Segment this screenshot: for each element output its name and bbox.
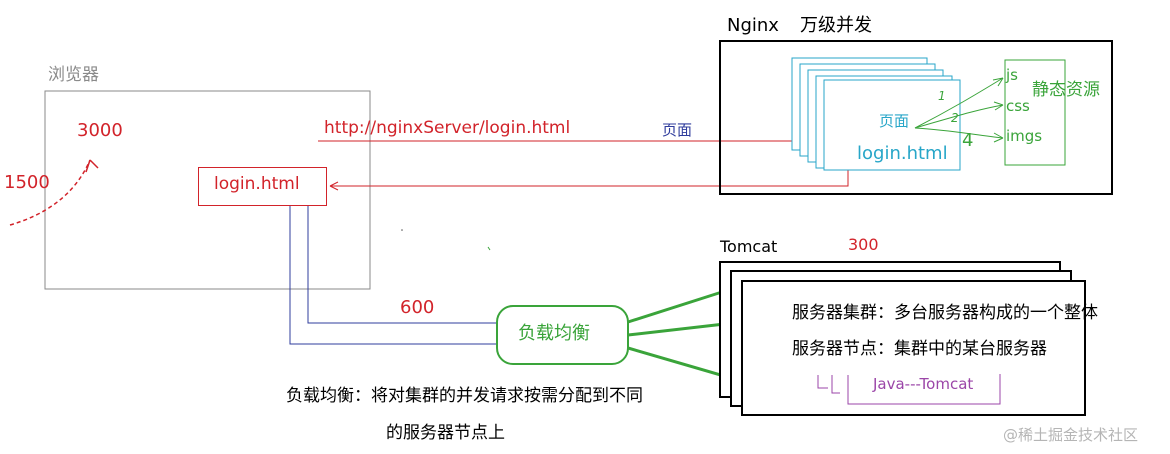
static-item-js: js [1006,66,1018,84]
java-bracket [847,374,1001,405]
arrow-to-imgs-head [993,132,1004,143]
request-url: http://nginxServer/login.html [324,118,571,138]
growth-curve [9,159,91,226]
response-arrowhead [329,181,339,191]
stray-dot [401,229,403,231]
node-definition: 服务器节点：集群中的某台服务器 [792,339,1047,359]
nginx-subtitle: 万级并发 [800,15,872,36]
java-bracket [831,375,840,394]
static-resources-box [1004,59,1066,166]
lb-note-line1: 负载均衡：将对集群的并发请求按需分配到不同 [286,386,643,406]
value-600: 600 [400,297,435,318]
java-tomcat-label: Java---Tomcat [873,375,974,393]
lb-to-node-1 [627,290,723,324]
static-item-css: css [1006,97,1030,115]
arrow-to-imgs [914,127,1004,139]
value-300: 300 [848,235,879,254]
tomcat-title: Tomcat [720,237,778,256]
mark-1: 1 [938,89,946,103]
load-balancer-label: 负载均衡 [518,323,590,344]
mark-2: 2 [951,111,959,125]
growth-arrowhead [85,159,99,173]
page-card-front [823,79,961,171]
cluster-definition: 服务器集群：多台服务器构成的一个整体 [792,303,1098,323]
tomcat-frame-front [741,280,1086,416]
java-bracket [817,375,828,389]
value-1500: 1500 [4,172,50,193]
request-page-label: 页面 [662,121,693,139]
arrow-to-js [914,77,1004,129]
static-item-imgs: imgs [1006,127,1043,145]
value-3000: 3000 [77,120,123,141]
login-html-label: login.html [214,174,300,194]
arrow-to-css [914,104,1004,129]
nginx-login-label: login.html [857,143,948,164]
lb-path-inner [307,205,497,324]
login-html-box [198,167,327,206]
arrow-to-css-head [993,101,1004,111]
stray-mark [487,246,491,251]
lb-path-outer [289,205,497,345]
browser-frame [44,90,371,290]
browser-label: 浏览器 [48,65,99,85]
nginx-title: Nginx [727,15,779,36]
mark-4: 4 [962,130,974,151]
static-resources-title: 静态资源 [1032,80,1100,100]
lb-note-line2: 的服务器节点上 [386,423,505,443]
arrow-to-js-head [992,77,1004,87]
watermark: @稀土掘金技术社区 [1003,426,1139,444]
nginx-page-label: 页面 [879,112,910,130]
nginx-frame [719,40,1113,195]
response-line [330,170,849,187]
